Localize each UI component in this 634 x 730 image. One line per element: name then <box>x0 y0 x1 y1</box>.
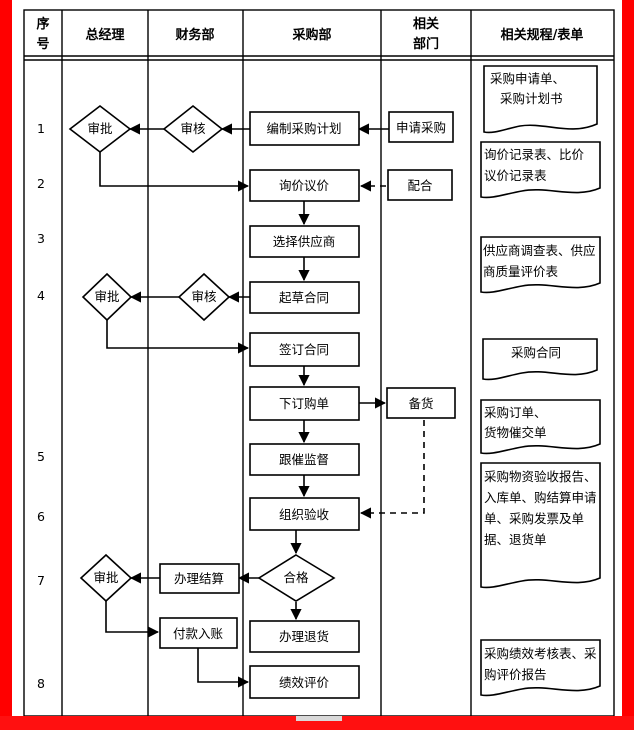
doc-purchase-request: 采购申请单、 采购计划书 <box>483 65 598 134</box>
doc-line: 购评价报告 <box>484 667 547 682</box>
doc-line: 采购计划书 <box>500 91 563 106</box>
bottom-tab <box>296 716 342 721</box>
doc-inquiry-record: 询价记录表、比价 议价记录表 <box>480 141 601 199</box>
node-follow: 跟催监督 <box>249 443 360 476</box>
row-number: 4 <box>37 288 45 303</box>
node-sign: 签订合同 <box>249 332 360 367</box>
node-inspect-label: 组织验收 <box>279 507 330 522</box>
node-apply: 申请采购 <box>388 111 454 143</box>
header-gm: 总经理 <box>85 27 124 43</box>
doc-purchase-contract: 采购合同 <box>482 338 598 381</box>
node-inquiry: 询价议价 <box>249 169 360 202</box>
node-approve-1-label: 审批 <box>87 121 112 136</box>
header-seq-2: 号 <box>36 37 49 52</box>
node-audit-2: 审核 <box>177 272 231 322</box>
node-approve-2-label: 审批 <box>94 289 119 304</box>
node-inquiry-label: 询价议价 <box>279 178 330 193</box>
doc-supplier-survey: 供应商调查表、供应 商质量评价表 <box>480 236 601 294</box>
node-order: 下订购单 <box>249 386 360 421</box>
header-docs: 相关规程/表单 <box>501 27 584 43</box>
doc-line: 供应商调查表、供应 <box>483 243 596 258</box>
node-cooperate-label: 配合 <box>407 178 433 193</box>
doc-line: 货物催交单 <box>484 425 547 440</box>
row-number: 7 <box>37 573 45 588</box>
node-select-supplier-label: 选择供应商 <box>273 234 336 249</box>
row-number: 5 <box>37 449 45 464</box>
node-approve-3-label: 审批 <box>93 570 118 585</box>
node-apply-label: 申请采购 <box>396 120 446 135</box>
doc-purchase-order: 采购订单、 货物催交单 <box>480 399 601 455</box>
row-number: 6 <box>37 509 45 524</box>
node-evaluate: 绩效评价 <box>249 665 360 699</box>
node-draft: 起草合同 <box>249 281 360 314</box>
node-pay-label: 付款入账 <box>173 626 224 641</box>
node-settle-label: 办理结算 <box>174 571 224 586</box>
node-order-label: 下订购单 <box>279 396 329 411</box>
doc-line: 议价记录表 <box>484 168 547 183</box>
doc-line: 据、退货单 <box>484 532 547 547</box>
node-return-goods: 办理退货 <box>249 620 360 653</box>
node-stock-label: 备货 <box>408 396 433 411</box>
header-seq-1: 序 <box>36 16 49 32</box>
doc-line: 单、采购发票及单 <box>484 511 584 526</box>
doc-line: 询价记录表、比价 <box>484 147 585 162</box>
node-audit-1-label: 审核 <box>180 121 206 136</box>
header-related-2: 部门 <box>413 36 439 52</box>
node-return-goods-label: 办理退货 <box>279 629 329 644</box>
node-audit-2-label: 审核 <box>191 289 217 304</box>
header-purchase: 采购部 <box>291 27 331 43</box>
node-qualified: 合格 <box>257 554 336 602</box>
row-number: 2 <box>37 176 45 191</box>
node-select-supplier: 选择供应商 <box>249 225 360 258</box>
node-inspect: 组织验收 <box>249 497 360 531</box>
row-number: 1 <box>37 121 45 136</box>
node-audit-1: 审核 <box>162 104 224 154</box>
doc-line: 采购绩效考核表、采 <box>484 646 597 661</box>
node-settle: 办理结算 <box>159 563 240 594</box>
header-related-1: 相关 <box>413 16 439 32</box>
node-approve-2: 审批 <box>81 272 133 322</box>
table-header: 序 号 总经理 财务部 采购部 相关 部门 相关规程/表单 <box>36 16 583 52</box>
node-evaluate-label: 绩效评价 <box>279 675 330 690</box>
row-number: 3 <box>37 231 45 246</box>
node-approve-3: 审批 <box>79 553 133 603</box>
node-follow-label: 跟催监督 <box>279 452 329 467</box>
row-numbers: 1 2 3 4 5 6 7 8 <box>37 121 45 691</box>
row-number: 8 <box>37 676 45 691</box>
header-finance: 财务部 <box>175 27 214 43</box>
node-sign-label: 签订合同 <box>279 342 329 357</box>
doc-line: 采购物资验收报告、 <box>484 469 597 484</box>
doc-line: 采购申请单、 <box>490 71 565 86</box>
doc-line: 商质量评价表 <box>483 264 559 279</box>
doc-inspection-report: 采购物资验收报告、 入库单、购结算申请 单、采购发票及单 据、退货单 <box>480 462 601 589</box>
doc-line: 采购合同 <box>511 345 561 360</box>
bottom-strip <box>0 716 634 730</box>
doc-line: 采购订单、 <box>484 405 547 420</box>
doc-line: 入库单、购结算申请 <box>484 490 597 505</box>
node-plan-label: 编制采购计划 <box>266 121 341 136</box>
node-qualified-label: 合格 <box>283 570 309 585</box>
connectors <box>99 123 425 688</box>
doc-performance-review: 采购绩效考核表、采 购评价报告 <box>480 639 601 697</box>
node-cooperate: 配合 <box>387 169 453 201</box>
node-approve-1: 审批 <box>68 104 132 154</box>
node-pay: 付款入账 <box>159 617 238 649</box>
node-stock: 备货 <box>386 387 456 419</box>
node-plan: 编制采购计划 <box>249 111 360 146</box>
node-draft-label: 起草合同 <box>279 290 329 305</box>
